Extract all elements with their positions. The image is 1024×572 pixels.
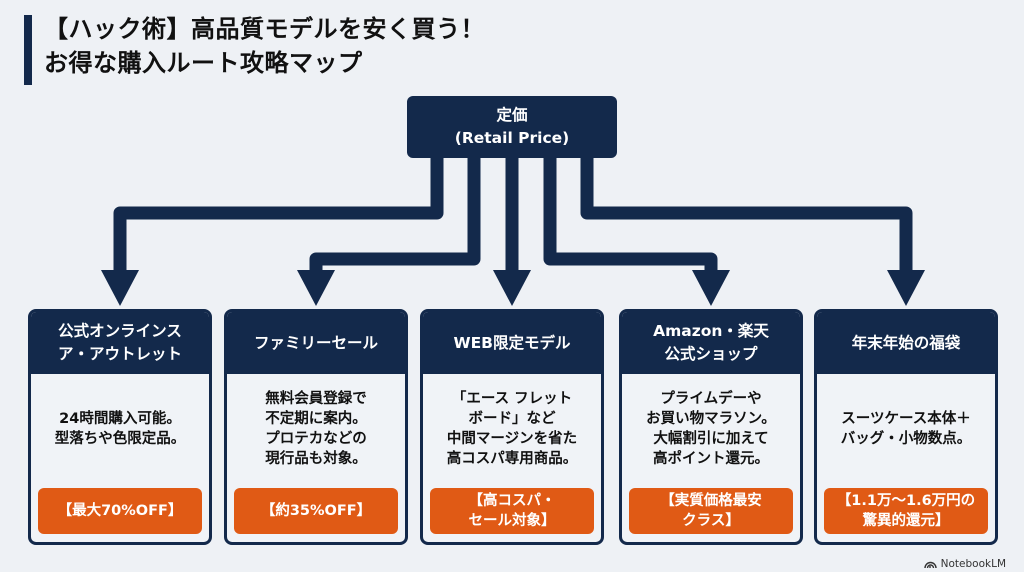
discount-badge: 【実質価格最安クラス】 [629, 488, 793, 534]
root-label-en: (Retail Price) [454, 129, 570, 147]
card-heading-line: Amazon・楽天 [653, 322, 769, 340]
discount-badge-line: 【1.1万〜1.6万円の [836, 493, 976, 509]
card-description: スーツケース本体＋ バッグ・小物数点。 [817, 374, 995, 484]
card-heading-line: ファミリーセール [253, 333, 378, 352]
card-new-year-lucky-bag: 年末年始の福袋スーツケース本体＋バッグ・小物数点。【1.1万〜1.6万円の驚異的… [814, 309, 998, 545]
card-family-sale: ファミリーセール無料会員登録で不定期に案内。プロテカなどの現行品も対象。【約35… [224, 309, 408, 545]
connector-line-1 [113, 150, 444, 272]
arrowhead-3 [493, 270, 531, 306]
card-heading: ファミリーセール [227, 312, 405, 374]
card-description-line: 高コスパ専用商品。 [446, 451, 578, 467]
arrowhead-2 [297, 270, 335, 306]
discount-badge: 【約35%OFF】 [234, 488, 398, 534]
discount-badge: 【1.1万〜1.6万円の驚異的還元】 [824, 488, 988, 534]
card-description-line: お買い物マラソン。 [646, 411, 776, 427]
card-description-line: 型落ちや色限定品。 [54, 431, 186, 447]
card-description-line: スーツケース本体＋ [841, 411, 971, 427]
card-description-line: 不定期に案内。 [265, 411, 367, 427]
brand-label: NotebookLM [940, 558, 1006, 570]
card-heading: Amazon・楽天公式ショップ [622, 312, 800, 374]
root-label-ja: 定価 [496, 106, 528, 124]
card-description-line: 高ポイント還元。 [652, 451, 769, 467]
card-heading-line: WEB限定モデル [453, 333, 571, 352]
discount-badge-line: 【実質価格最安 [660, 493, 762, 509]
title-line-1: 【ハック術】高品質モデルを安く買う！ [44, 15, 485, 43]
arrowhead-5 [887, 270, 925, 306]
card-heading: 年末年始の福袋 [817, 312, 995, 374]
card-heading: 公式オンラインスア・アウトレット [31, 312, 209, 374]
discount-badge: 【高コスパ・セール対象】 [430, 488, 594, 534]
arrowhead-4 [692, 270, 730, 306]
discount-badge-line: 驚異的還元】 [862, 513, 950, 529]
card-heading-line: 公式オンラインス [58, 322, 182, 340]
discount-badge-line: 【高コスパ・ [468, 493, 556, 509]
card-heading-line: 年末年始の福袋 [851, 333, 961, 352]
discount-badge-line: セール対象】 [468, 513, 556, 529]
root-node-retail-price: 定価 (Retail Price) [407, 96, 617, 158]
card-heading-line: ア・アウトレット [57, 345, 182, 363]
discount-badge-line: クラス】 [682, 513, 740, 529]
card-heading: WEB限定モデル [423, 312, 601, 374]
arrowhead-1 [101, 270, 139, 306]
connector-line-4 [543, 150, 718, 272]
brand-watermark: NotebookLM [923, 558, 1006, 570]
discount-badge-line: 【最大70%OFF】 [57, 503, 183, 519]
connector-line-5 [580, 150, 913, 272]
connector-line-2 [309, 150, 481, 272]
card-description: プライムデーやお買い物マラソン。大幅割引に加えて高ポイント還元。 [622, 374, 800, 484]
card-description-line: 現行品も対象。 [265, 451, 367, 467]
card-web-limited-model: WEB限定モデル「エース フレットボード」など中間マージンを省た高コスパ専用商品… [420, 309, 604, 545]
card-description: 24時間購入可能。型落ちや色限定品。 [31, 374, 209, 484]
card-description-line: プロテカなどの [265, 431, 367, 447]
discount-badge-line: 【約35%OFF】 [260, 503, 372, 519]
card-description-line: 24時間購入可能。 [59, 411, 181, 427]
card-description-line: ボード」など [468, 411, 556, 427]
card-description-line: 大幅割引に加えて [653, 431, 769, 447]
title-line-2: お得な購入ルート攻略マップ [44, 49, 363, 77]
notebooklm-logo-icon [923, 561, 937, 569]
title-accent-bar [24, 15, 32, 85]
card-description-line: 中間マージンを省た [446, 431, 578, 447]
card-description: 「エース フレットボード」など中間マージンを省た高コスパ専用商品。 [423, 374, 601, 484]
card-heading-line: 公式ショップ [664, 345, 758, 363]
card-description-line: 無料会員登録で [265, 391, 367, 407]
discount-badge: 【最大70%OFF】 [38, 488, 202, 534]
card-amazon-rakuten-shop: Amazon・楽天公式ショッププライムデーやお買い物マラソン。大幅割引に加えて高… [619, 309, 803, 545]
page-title: 【ハック術】高品質モデルを安く買う！ お得な購入ルート攻略マップ [44, 12, 485, 80]
card-description-line: プライムデーや [660, 391, 762, 407]
card-description-line: 「エース フレット [451, 391, 573, 407]
card-description-line: バッグ・小物数点。 [840, 431, 972, 447]
card-description: 無料会員登録で不定期に案内。プロテカなどの現行品も対象。 [227, 374, 405, 484]
